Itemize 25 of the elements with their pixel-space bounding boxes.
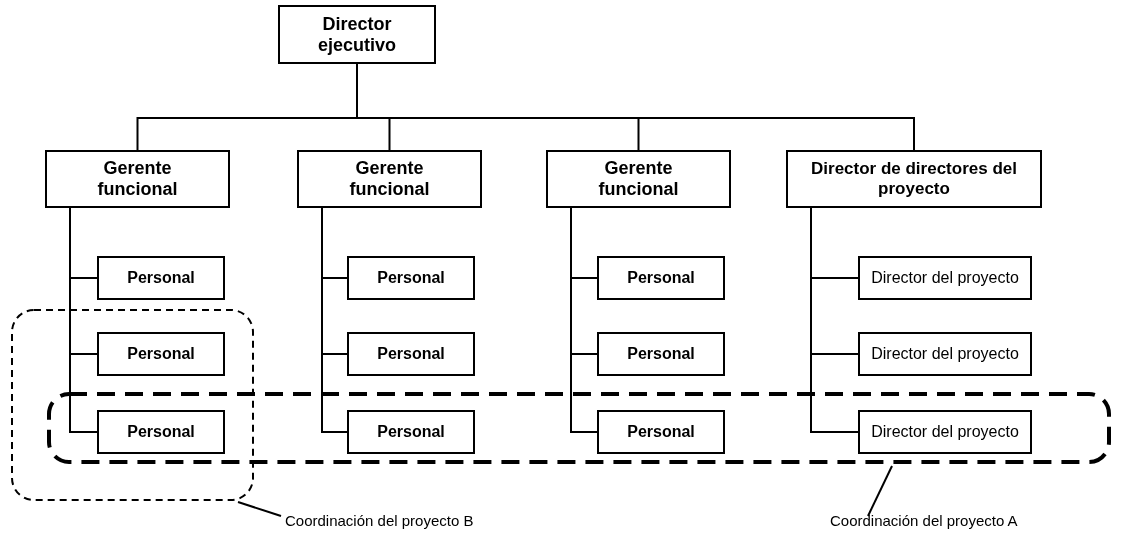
org-box: Director del proyecto (858, 256, 1032, 300)
org-box: Personal (597, 332, 725, 376)
org-box: Gerente funcional (546, 150, 731, 208)
connector-line (810, 207, 859, 433)
callout-text: Coordinación del proyecto B (285, 512, 474, 529)
leader-line (867, 465, 893, 517)
org-box: Personal (347, 410, 475, 454)
org-box: Personal (97, 332, 225, 376)
org-box: Gerente funcional (297, 150, 482, 208)
org-box: Personal (347, 256, 475, 300)
org-box: Director de directores del proyecto (786, 150, 1042, 208)
org-box: Director ejecutivo (278, 5, 436, 64)
connector-line (69, 207, 98, 433)
org-box: Director del proyecto (858, 410, 1032, 454)
connector-line (570, 207, 598, 433)
org-box: Gerente funcional (45, 150, 230, 208)
callout-text: Coordinación del proyecto A (830, 512, 1018, 529)
org-box: Personal (597, 410, 725, 454)
org-box: Personal (347, 332, 475, 376)
connector-line (321, 207, 348, 433)
org-box: Director del proyecto (858, 332, 1032, 376)
org-box: Personal (597, 256, 725, 300)
leader-line (237, 501, 282, 517)
org-box: Personal (97, 410, 225, 454)
org-box: Personal (97, 256, 225, 300)
